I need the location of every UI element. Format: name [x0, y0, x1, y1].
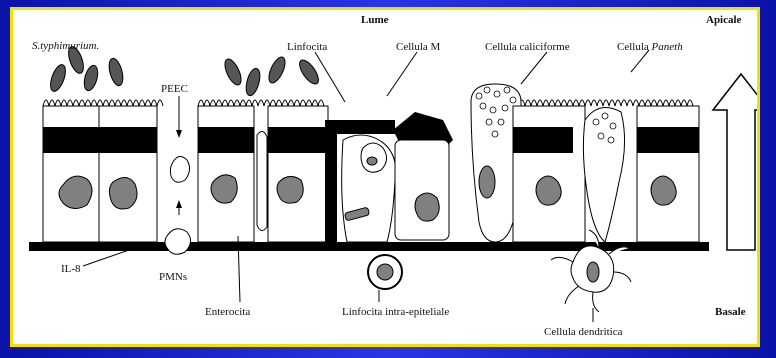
enterocita-label: Enterocita — [205, 307, 250, 318]
nucleus — [587, 262, 599, 282]
enterocyte-cell — [637, 106, 699, 242]
enterocyte-cell — [99, 106, 157, 242]
bacterium — [48, 63, 69, 93]
linfocita-intra-label: Linfocita intra-epiteliale — [342, 307, 449, 318]
basal-membrane — [29, 242, 709, 251]
tight-junction — [43, 127, 157, 153]
tight-junction — [637, 127, 699, 153]
m-cell-body — [395, 140, 449, 240]
invading-cell — [257, 131, 267, 230]
cellula-caliciforme-label: Cellula caliciforme — [485, 42, 570, 53]
enterocyte-cell — [198, 106, 254, 242]
nucleus — [277, 176, 303, 203]
pmns-label: PMNs — [159, 272, 187, 283]
tight-junction — [513, 127, 573, 153]
peec-label: PEEC — [161, 84, 188, 95]
diagram-panel: Lume Apicale S.typhimurium. PEEC Linfoci… — [10, 7, 760, 347]
enterocyte-cell — [513, 106, 585, 242]
pmn-cell — [165, 229, 191, 254]
s-typhimurium-label: S.typhimurium. — [32, 41, 99, 52]
linfocita-label: Linfocita — [287, 42, 327, 53]
bacterium — [296, 57, 322, 87]
m-cell-block — [325, 120, 337, 246]
microvilli — [43, 100, 163, 106]
nucleus — [479, 166, 495, 198]
bacterium — [244, 67, 263, 97]
pmn-cell — [170, 156, 189, 182]
nucleus — [415, 193, 439, 221]
basale-label: Basale — [715, 307, 746, 318]
paneth-cell — [583, 108, 624, 243]
enterocyte-cell — [43, 106, 99, 242]
il8-label: IL-8 — [61, 264, 81, 275]
tight-junction — [198, 127, 254, 153]
cellula-paneth-label: Cellula Paneth — [617, 42, 683, 53]
bacterium — [266, 55, 289, 85]
apical-arrow — [713, 74, 757, 250]
cellula-paneth-italic: Paneth — [652, 41, 683, 53]
epithelium-diagram — [13, 10, 757, 344]
nucleus — [377, 264, 393, 280]
tight-junction — [268, 127, 328, 153]
nucleus — [367, 157, 377, 165]
bacterium — [107, 57, 126, 87]
bacterium — [222, 57, 245, 87]
lume-label: Lume — [361, 15, 389, 26]
nucleus — [109, 177, 137, 209]
enterocyte-cell — [268, 106, 328, 242]
microvilli — [513, 100, 693, 106]
bacterium — [82, 64, 100, 92]
microvilli — [198, 100, 324, 106]
cellula-dendritica-label: Cellula dendritica — [544, 327, 623, 338]
cellula-paneth-prefix: Cellula — [617, 41, 649, 53]
apicale-label: Apicale — [706, 15, 741, 26]
cellula-m-label: Cellula M — [396, 42, 440, 53]
